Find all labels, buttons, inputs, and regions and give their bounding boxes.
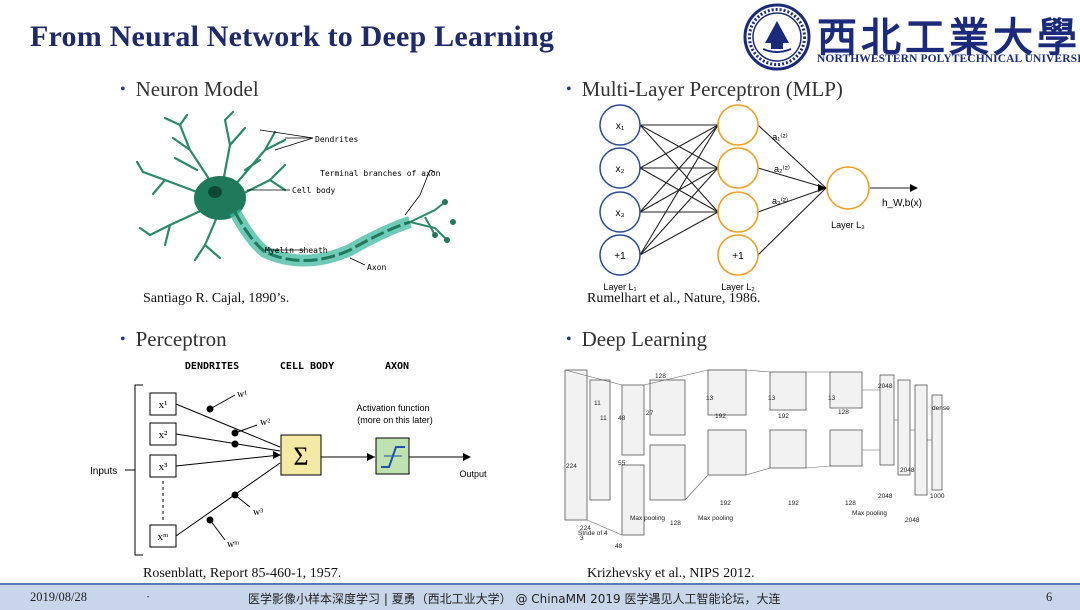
svg-text:x³: x³ bbox=[159, 461, 169, 473]
university-seal-icon bbox=[743, 3, 811, 71]
svg-text:x₂: x₂ bbox=[616, 164, 625, 175]
svg-text:128: 128 bbox=[670, 520, 681, 527]
slide-footer: 2019/08/28 · 医学影像小样本深度学习 | 夏勇（西北工业大学） @ … bbox=[0, 583, 1080, 610]
svg-text:x₃: x₃ bbox=[615, 208, 624, 219]
svg-text:48: 48 bbox=[618, 415, 626, 422]
svg-text:wᵐ: wᵐ bbox=[227, 539, 239, 550]
svg-text:Layer L₁: Layer L₁ bbox=[603, 282, 636, 292]
svg-text:x¹: x¹ bbox=[159, 399, 168, 411]
alexnet-diagram: 224 224 11 11 55 27 13 13 13 48 128 192 … bbox=[564, 369, 950, 550]
footer-date: 2019/08/28 bbox=[30, 590, 87, 604]
svg-text:1000: 1000 bbox=[930, 493, 945, 500]
svg-text:CELL BODY: CELL BODY bbox=[280, 361, 334, 372]
svg-text:a₂⁽²⁾: a₂⁽²⁾ bbox=[774, 164, 790, 174]
svg-text:Max pooling: Max pooling bbox=[698, 515, 733, 522]
svg-text:Layer L₃: Layer L₃ bbox=[831, 220, 865, 230]
bullet-dot-icon: • bbox=[566, 81, 572, 98]
slide-title: From Neural Network to Deep Learning bbox=[30, 20, 555, 53]
svg-text:Σ: Σ bbox=[293, 442, 308, 471]
svg-text:w²: w² bbox=[260, 417, 270, 428]
svg-text:192: 192 bbox=[788, 500, 799, 507]
svg-text:x²: x² bbox=[159, 429, 169, 441]
svg-text:w¹: w¹ bbox=[237, 389, 247, 400]
svg-text:Stride of 4: Stride of 4 bbox=[578, 530, 608, 537]
svg-text:dense: dense bbox=[932, 405, 950, 412]
svg-text:Max pooling: Max pooling bbox=[852, 510, 887, 517]
svg-text:11: 11 bbox=[594, 400, 601, 407]
svg-text:13: 13 bbox=[828, 395, 836, 402]
svg-text:+1: +1 bbox=[732, 251, 744, 262]
svg-text:w³: w³ bbox=[253, 507, 263, 518]
svg-text:2048: 2048 bbox=[878, 383, 893, 390]
svg-text:48: 48 bbox=[615, 543, 623, 550]
svg-text:Activation function: Activation function bbox=[356, 403, 429, 413]
svg-text:Max pooling: Max pooling bbox=[630, 515, 665, 522]
svg-text:2048: 2048 bbox=[878, 493, 893, 500]
university-name-english: NORTHWESTERN POLYTECHNICAL UNIVERSITY bbox=[817, 53, 1080, 65]
svg-text:224: 224 bbox=[580, 525, 591, 532]
svg-text:2048: 2048 bbox=[905, 517, 920, 524]
university-name-chinese: 西北工業大學 bbox=[817, 14, 1080, 61]
svg-text:a₃⁽²⁾: a₃⁽²⁾ bbox=[772, 196, 788, 206]
svg-text:13: 13 bbox=[706, 395, 714, 402]
svg-text:128: 128 bbox=[655, 373, 666, 380]
svg-text:11: 11 bbox=[600, 415, 607, 422]
svg-text:27: 27 bbox=[646, 410, 654, 417]
svg-text:13: 13 bbox=[768, 395, 776, 402]
svg-text:(more on this later): (more on this later) bbox=[357, 415, 433, 425]
neuron-caption: Santiago R. Cajal, 1890’s. bbox=[143, 291, 290, 306]
svg-text:Axon: Axon bbox=[367, 263, 386, 272]
deep-learning-caption: Krizhevsky et al., NIPS 2012. bbox=[587, 566, 755, 581]
svg-text:xᵐ: xᵐ bbox=[158, 531, 170, 543]
svg-text:192: 192 bbox=[778, 413, 789, 420]
svg-text:192: 192 bbox=[715, 413, 726, 420]
perceptron-diagram: DENDRITES CELL BODY AXON Inputs x¹ x² x³… bbox=[90, 361, 487, 556]
svg-text:DENDRITES: DENDRITES bbox=[185, 361, 239, 372]
footer-event-info: 医学影像小样本深度学习 | 夏勇（西北工业大学） @ ChinaMM 2019 … bbox=[248, 592, 781, 606]
svg-text:h_W,b(x): h_W,b(x) bbox=[882, 198, 922, 209]
svg-text:a₁⁽²⁾: a₁⁽²⁾ bbox=[772, 132, 787, 142]
svg-text:192: 192 bbox=[720, 500, 731, 507]
bullet-dot-icon: • bbox=[120, 81, 126, 98]
svg-text:+1: +1 bbox=[614, 251, 626, 262]
svg-text:Output: Output bbox=[459, 469, 487, 479]
svg-text:55: 55 bbox=[618, 460, 626, 467]
svg-text:128: 128 bbox=[838, 409, 849, 416]
bullet-perceptron: •Perceptron bbox=[120, 327, 227, 351]
university-logo: 西北工業大學 NORTHWESTERN POLYTECHNICAL UNIVER… bbox=[743, 3, 1080, 71]
mlp-caption: Rumelhart et al., Nature, 1986. bbox=[587, 291, 761, 306]
svg-text:Cell body: Cell body bbox=[292, 186, 336, 195]
page-number: 6 bbox=[1046, 590, 1053, 604]
footer-dot: · bbox=[146, 590, 151, 604]
bullet-dot-icon: • bbox=[566, 331, 572, 348]
svg-text:Layer L₂: Layer L₂ bbox=[721, 282, 755, 292]
bullet-deep-learning: •Deep Learning bbox=[566, 327, 707, 351]
bullet-mlp: •Multi-Layer Perceptron (MLP) bbox=[566, 77, 843, 101]
neuron-diagram: Dendrites Terminal branches of axon Cell… bbox=[135, 110, 456, 272]
svg-text:128: 128 bbox=[845, 500, 856, 507]
svg-text:Dendrites: Dendrites bbox=[315, 135, 359, 144]
svg-text:x₁: x₁ bbox=[616, 121, 625, 132]
svg-text:224: 224 bbox=[566, 463, 577, 470]
svg-text:Terminal branches of axon: Terminal branches of axon bbox=[320, 169, 441, 178]
perceptron-caption: Rosenblatt, Report 85-460-1, 1957. bbox=[143, 566, 342, 581]
bullet-dot-icon: • bbox=[120, 331, 126, 348]
svg-text:Myelin sheath: Myelin sheath bbox=[265, 246, 328, 255]
svg-text:Inputs: Inputs bbox=[90, 466, 117, 477]
mlp-diagram: x₁ x₂ x₃ +1 +1 a₁⁽²⁾ a₂⁽²⁾ a₃⁽²⁾ h_W,b(x… bbox=[599, 104, 922, 292]
svg-text:3: 3 bbox=[580, 535, 584, 542]
bullet-neuron-model: •Neuron Model bbox=[120, 77, 259, 101]
svg-text:AXON: AXON bbox=[385, 361, 409, 372]
svg-text:2048: 2048 bbox=[900, 467, 915, 474]
